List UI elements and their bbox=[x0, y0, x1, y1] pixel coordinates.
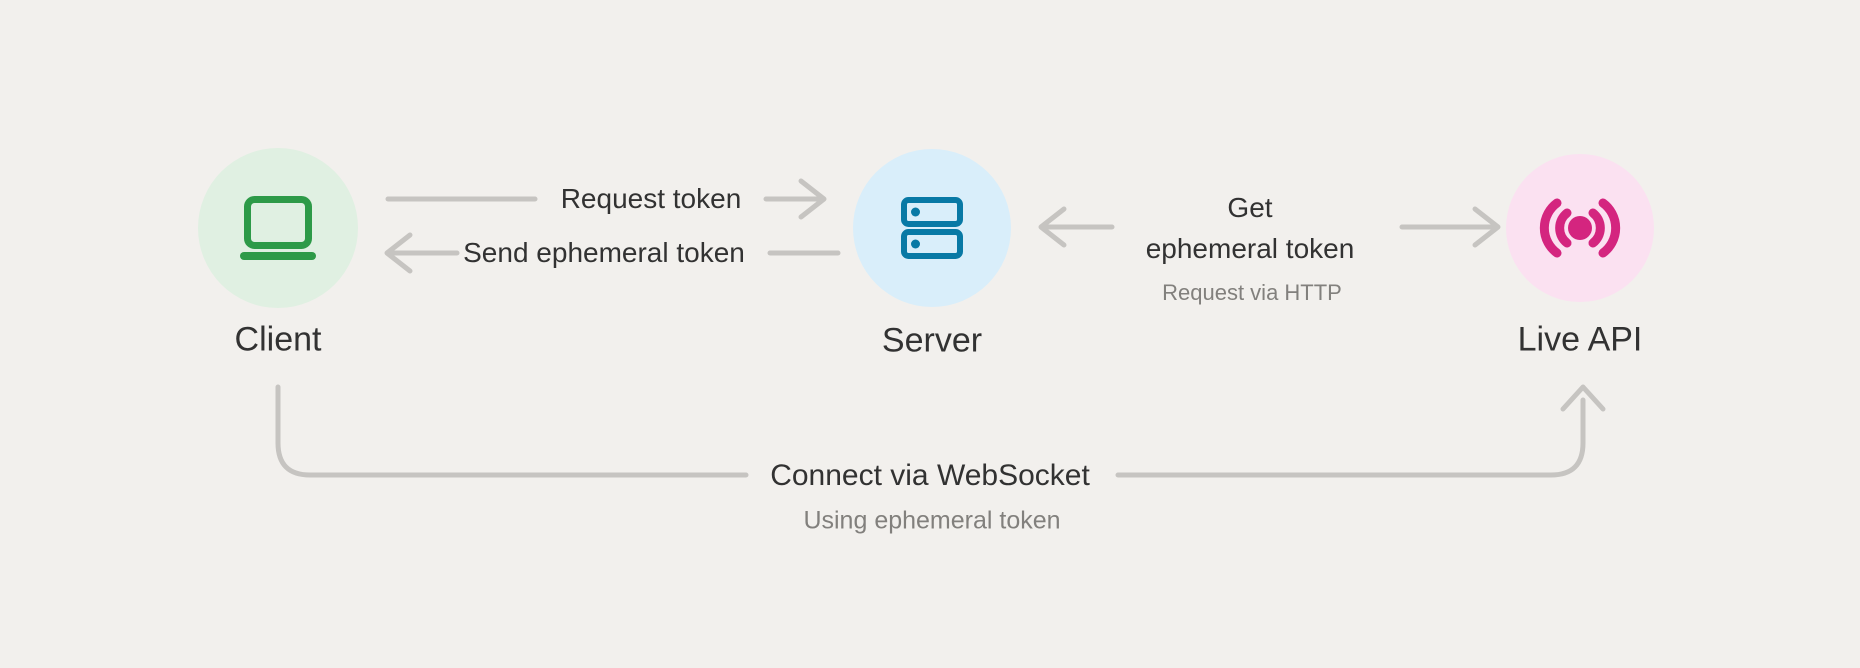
server-led-top bbox=[911, 207, 920, 217]
server-node-circle bbox=[853, 149, 1011, 307]
broadcast-wave-outer-left bbox=[1539, 198, 1562, 258]
live-api-node-circle bbox=[1506, 154, 1654, 302]
get-ephemeral-token-label-line2: ephemeral token bbox=[1145, 233, 1355, 264]
live-broadcast-icon bbox=[1539, 198, 1621, 258]
get-ephemeral-token-label-line1: Get bbox=[1227, 192, 1273, 223]
get-ephemeral-token-label: Get ephemeral token bbox=[1146, 187, 1355, 269]
broadcast-dot bbox=[1568, 216, 1592, 240]
request-via-http-sublabel: Request via HTTP bbox=[1162, 280, 1342, 305]
laptop-icon bbox=[240, 196, 316, 260]
broadcast-wave-inner-left bbox=[1555, 208, 1572, 248]
send-ephemeral-token-label: Send ephemeral token bbox=[463, 237, 745, 268]
broadcast-wave-inner-right bbox=[1588, 208, 1605, 248]
server-node-label: Server bbox=[881, 321, 983, 360]
get-token-arrow-to-server bbox=[1038, 206, 1115, 248]
client-node-label: Client bbox=[234, 320, 322, 359]
laptop-base bbox=[240, 252, 316, 260]
live-api-node-label: Live API bbox=[1517, 320, 1643, 359]
server-unit-bottom bbox=[901, 229, 963, 259]
websocket-line-left bbox=[275, 384, 749, 478]
request-token-arrow-right bbox=[763, 178, 827, 220]
websocket-line-right-arrow-up bbox=[1115, 384, 1606, 478]
connect-via-websocket-label: Connect via WebSocket bbox=[770, 459, 1090, 492]
server-led-bottom bbox=[911, 239, 920, 249]
server-unit-top bbox=[901, 197, 963, 227]
client-node-circle bbox=[198, 148, 358, 308]
request-token-label: Request token bbox=[560, 183, 742, 214]
server-rack-icon bbox=[901, 197, 963, 259]
laptop-screen bbox=[244, 196, 312, 249]
get-token-arrow-to-live-api bbox=[1399, 206, 1501, 248]
send-ephemeral-arrow-left bbox=[384, 232, 460, 274]
broadcast-wave-outer-right bbox=[1598, 198, 1621, 258]
using-ephemeral-token-sublabel: Using ephemeral token bbox=[803, 506, 1061, 535]
